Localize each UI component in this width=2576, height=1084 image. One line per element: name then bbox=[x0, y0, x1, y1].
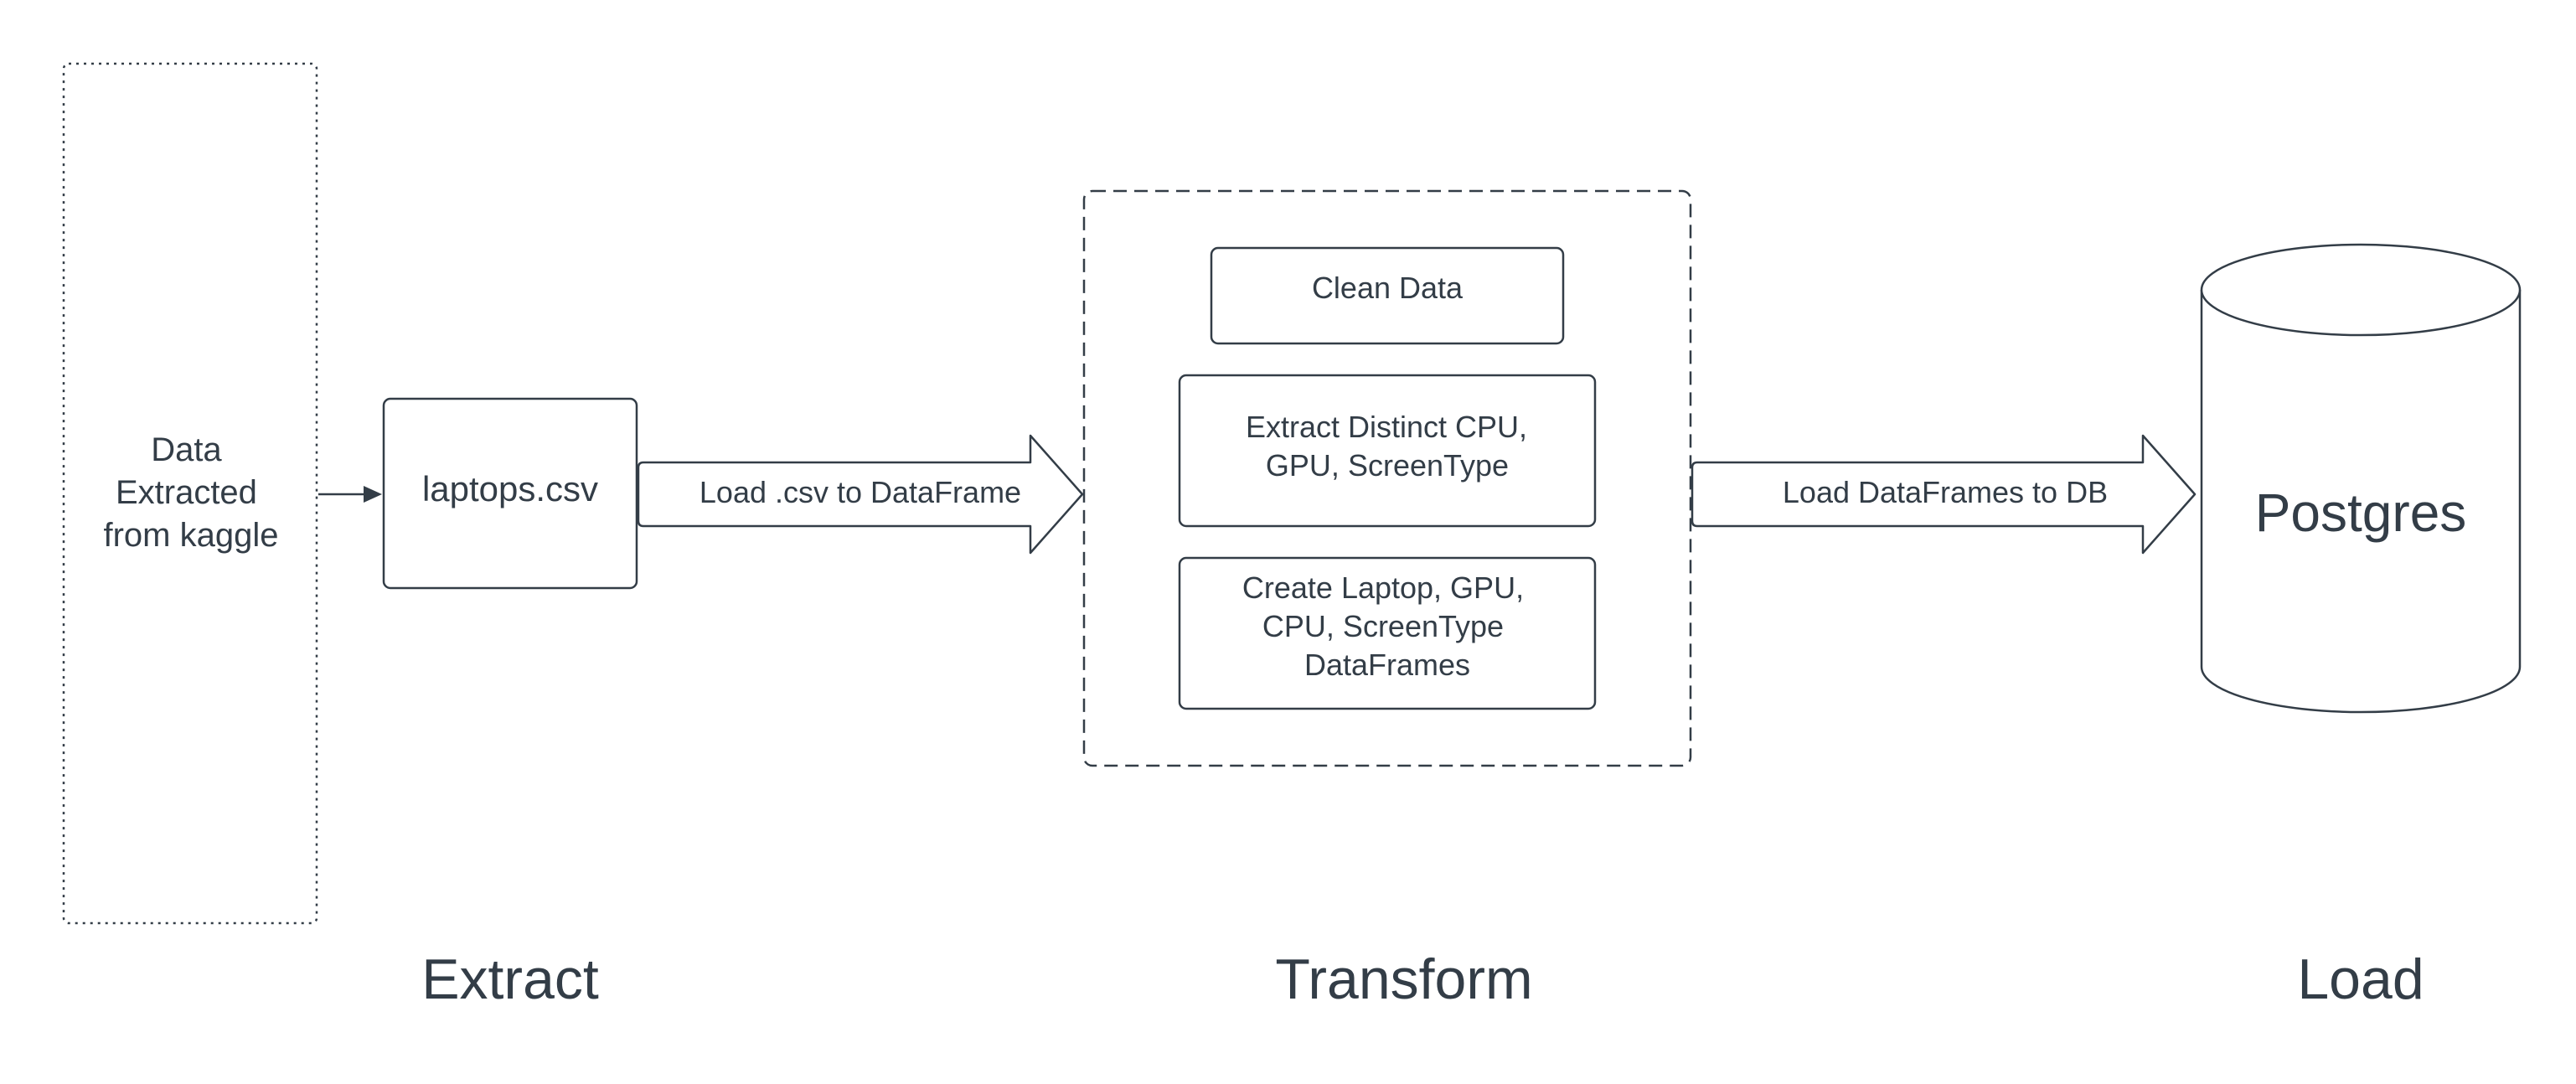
csv-file-box bbox=[382, 397, 638, 590]
extract-distinct-label-line-2: GPU, ScreenType bbox=[1266, 448, 1509, 483]
svg-text:Extract Distinct CPU, GP: Extract Distinct CPU, GPU, ScreenType bbox=[1246, 410, 1536, 483]
kaggle-source-label-line-3: from kaggle bbox=[104, 517, 279, 554]
create-dataframes-box bbox=[1178, 556, 1597, 710]
postgres-database-node[interactable]: Postgres bbox=[2200, 243, 2522, 714]
load-db-arrow-label: Load DataFrames to DB bbox=[1783, 475, 2108, 509]
kaggle-source-label-line-2: Extracted bbox=[116, 474, 257, 511]
svg-text:Create Laptop, GPU, CPU,: Create Laptop, GPU, CPU, ScreenType Data… bbox=[1242, 570, 1532, 682]
clean-data-node[interactable]: Clean Data bbox=[1210, 246, 1565, 345]
extract-distinct-node[interactable]: Extract Distinct CPU, GPU, ScreenType bbox=[1178, 374, 1597, 528]
stage-label-load: Load bbox=[2297, 947, 2424, 1011]
load-db-arrow-shape bbox=[1691, 434, 2197, 555]
load-csv-arrow-shape bbox=[637, 434, 1084, 555]
clean-data-label: Clean Data bbox=[1312, 271, 1464, 305]
kaggle-source-label-line-1: Data bbox=[151, 431, 222, 468]
database-icon bbox=[2200, 290, 2522, 714]
create-dataframes-label-line-1: Create Laptop, GPU, bbox=[1242, 570, 1524, 605]
kaggle-source-border bbox=[62, 62, 318, 925]
stage-label-extract: Extract bbox=[421, 947, 599, 1011]
svg-text:Data Extracted fro: Data Extracted from kaggle bbox=[104, 431, 279, 554]
postgres-label: Postgres bbox=[2255, 483, 2467, 543]
load-db-arrow[interactable]: Load DataFrames to DB bbox=[1691, 434, 2197, 555]
transform-container bbox=[1082, 189, 1692, 767]
stage-label-transform: Transform bbox=[1275, 947, 1532, 1011]
create-dataframes-label-line-2: CPU, ScreenType bbox=[1262, 609, 1504, 643]
csv-file-label: laptops.csv bbox=[422, 469, 598, 508]
clean-data-box bbox=[1210, 246, 1565, 345]
database-icon-top bbox=[2200, 243, 2522, 337]
extract-distinct-box bbox=[1178, 374, 1597, 528]
csv-file-node[interactable]: laptops.csv bbox=[382, 397, 638, 590]
load-csv-arrow[interactable]: Load .csv to DataFrame bbox=[637, 434, 1084, 555]
load-csv-arrow-label: Load .csv to DataFrame bbox=[699, 475, 1021, 509]
create-dataframes-label-line-3: DataFrames bbox=[1304, 648, 1470, 682]
source-to-csv-connector bbox=[318, 486, 382, 503]
kaggle-source-node[interactable]: Data Extracted from kaggle bbox=[62, 62, 318, 925]
create-dataframes-node[interactable]: Create Laptop, GPU, CPU, ScreenType Data… bbox=[1178, 556, 1597, 710]
extract-distinct-label-line-1: Extract Distinct CPU, bbox=[1246, 410, 1527, 444]
